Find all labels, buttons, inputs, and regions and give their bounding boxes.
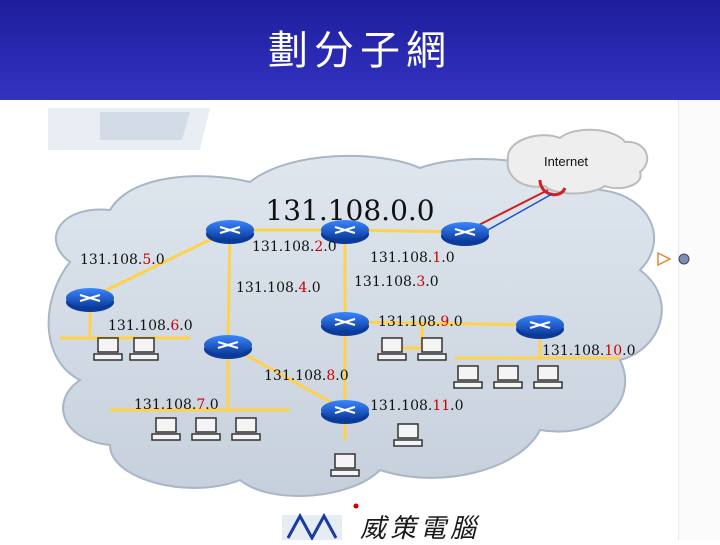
router-icon (204, 335, 252, 359)
subnet-label: 131.108.8.0 (264, 368, 349, 384)
routers (66, 220, 564, 424)
subnet-label: 131.108.3.0 (354, 274, 439, 290)
computer-icon (493, 365, 523, 389)
subnet-label: 131.108.5.0 (80, 252, 165, 268)
bullet-icon (678, 253, 690, 265)
subnet-label: 131.108.6.0 (108, 318, 193, 334)
computer-icon (93, 337, 123, 361)
router-icon (321, 312, 369, 336)
subnet-label: 131.108.4.0 (236, 280, 321, 296)
subnet-label: 131.108.1.0 (370, 250, 455, 266)
router-icon (321, 400, 369, 424)
right-strip (678, 100, 720, 540)
router-icon (516, 315, 564, 339)
router-icon (321, 220, 369, 244)
router-icon (66, 288, 114, 312)
computer-icon (330, 453, 360, 477)
subnet-label: 131.108.10.0 (542, 343, 636, 359)
play-icon[interactable] (657, 251, 672, 267)
computer-icon (417, 337, 447, 361)
computer-icon (151, 417, 181, 441)
subnet-label: 131.108.2.0 (252, 239, 337, 255)
slide-title: 劃分子網 (268, 28, 452, 74)
computer-icon (231, 417, 261, 441)
decorative-graphic (48, 108, 210, 150)
computer-icon (377, 337, 407, 361)
computers (93, 337, 563, 477)
main-network-label: 131.108.0.0 (265, 194, 434, 227)
computer-icon (191, 417, 221, 441)
computer-icon (533, 365, 563, 389)
internet-label: Internet (544, 154, 588, 169)
subnet-label: 131.108.11.0 (370, 398, 464, 414)
computer-icon (453, 365, 483, 389)
internet-cloud-icon: Internet (506, 128, 649, 197)
subnet-label: 131.108.9.0 (378, 314, 463, 330)
subnet-labels: 131.108.5.0 131.108.2.0 131.108.1.0 131.… (80, 239, 636, 414)
router-icon (206, 220, 254, 244)
router-icon (441, 222, 489, 246)
subnet-label: 131.108.7.0 (134, 397, 219, 413)
computer-icon (129, 337, 159, 361)
title-bar (0, 0, 720, 100)
computer-icon (393, 423, 423, 447)
logo-icon (282, 503, 359, 540)
company-logo-text: 威策電腦 (360, 514, 481, 544)
